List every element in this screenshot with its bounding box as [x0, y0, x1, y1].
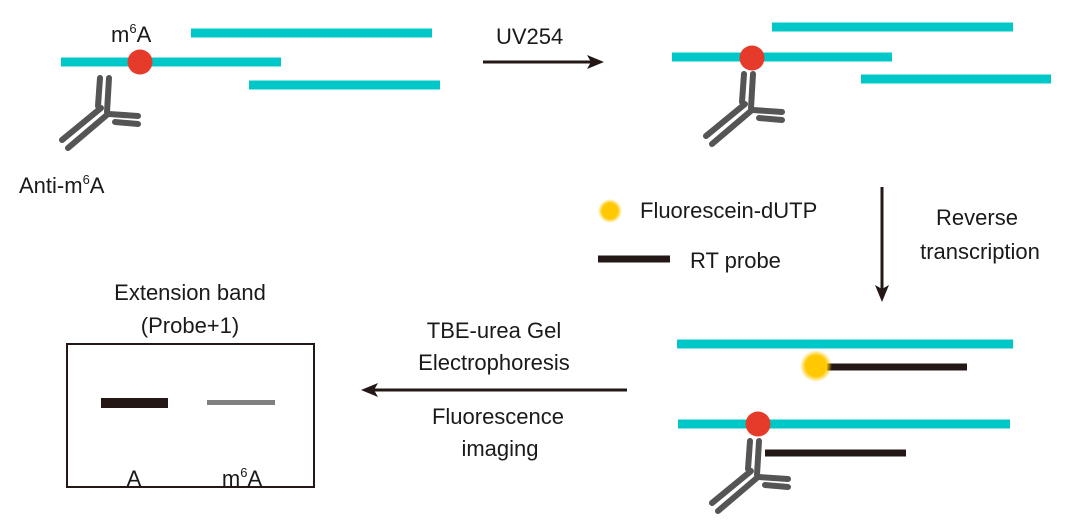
m6a-modification-dot [739, 45, 765, 71]
m6a-modification-dot [745, 411, 771, 437]
m6a-label: m6A [111, 21, 152, 47]
legend-label-rt-probe: RT probe [690, 248, 781, 273]
uv-crosslink-step: UV254 [483, 24, 604, 69]
reverse-transcription-step: Reverse transcription [875, 187, 1040, 302]
gel-frame [66, 343, 315, 488]
panel-binding: m6A Anti-m6A [19, 21, 440, 198]
rt-label-line1: Reverse [936, 205, 1018, 230]
gel-electrophoresis-step: TBE-urea Gel Electrophoresis Fluorescenc… [361, 318, 627, 461]
fluorescein-dot-icon [800, 350, 832, 382]
legend-label-fluorescein: Fluorescein-dUTP [640, 198, 817, 223]
gel-step-label-line1: TBE-urea Gel [427, 318, 562, 343]
rt-label-line2: transcription [920, 239, 1040, 264]
imaging-label-line1: Fluorescence [432, 404, 564, 429]
antibody-icon [706, 74, 782, 144]
lane-label-m6a: m6A [222, 465, 263, 491]
lane-label-a: A [127, 466, 142, 491]
anti-m6a-label: Anti-m6A [19, 172, 105, 198]
arrow-head-down-icon [875, 285, 889, 302]
arrow-head-right-icon [587, 55, 604, 69]
legend: Fluorescein-dUTP RT probe [598, 198, 817, 273]
gel-title-line1: Extension band [114, 280, 266, 305]
panel-crosslinked [672, 22, 1051, 144]
uv254-label: UV254 [496, 24, 563, 49]
m6a-modification-dot [127, 49, 153, 75]
gel-result: Extension band (Probe+1) A m6A [66, 280, 315, 491]
imaging-label-line2: imaging [461, 436, 538, 461]
arrow-head-left-icon [361, 383, 378, 397]
gel-step-label-line2: Electrophoresis [418, 350, 570, 375]
panel-reverse-transcription [677, 339, 1013, 511]
gel-title-line2: (Probe+1) [141, 313, 239, 338]
antibody-icon [62, 78, 138, 148]
fluorescein-dot-icon [598, 199, 622, 223]
band-lane-m6a [207, 400, 275, 405]
band-lane-a [101, 398, 168, 408]
